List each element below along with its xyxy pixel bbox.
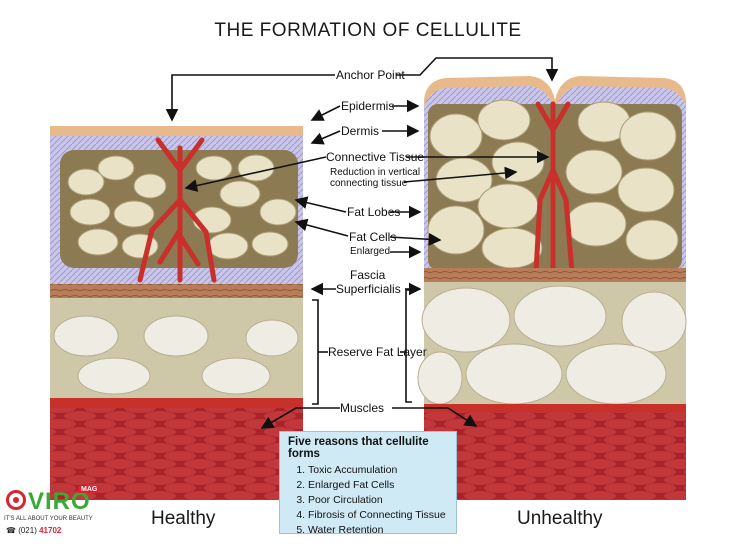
five-reasons-box: Five reasons that cellulite forms Toxic … [279,431,457,536]
label-dermis: Dermis [341,124,379,138]
unhealthy-fascia [424,268,686,282]
muscles-arrow-left [260,407,340,429]
label-enlarged: Enlarged [350,246,391,257]
connective-tissue-arrow-left [184,156,327,192]
label-anchor-point: Anchor Point [336,68,405,82]
reason-item: Enlarged Fat Cells [308,478,456,493]
unhealthy-reserve-fat-cells [417,285,687,405]
reason-item: Poor Circulation [308,493,456,508]
healthy-epidermis [50,126,303,136]
label-fascia: Fascia [350,268,386,282]
label-epidermis: Epidermis [341,99,395,113]
logo-tagline: IT'S ALL ABOUT YOUR BEAUTY [4,516,93,522]
label-superficialis: Superficialis [336,282,401,296]
phone-number: 41702 [39,526,62,535]
reason-item: Fibrosis of Connecting Tissue [308,508,456,523]
diagram-title: THE FORMATION OF CELLULITE [214,20,522,41]
caption-healthy: Healthy [151,508,216,529]
unhealthy-blood-vessels [533,101,575,275]
label-reduction-line1: Reduction in vertical [330,167,421,178]
anchor-point-arrow-right [396,57,559,82]
anchor-point-arrow-left [165,74,335,122]
label-connective-tissue: Connective Tissue [326,150,425,164]
fat-lobes-arrow-left [294,196,347,213]
reason-item: Water Retention [308,523,456,538]
healthy-blood-vessels [137,137,217,283]
phone-prefix: (021) [18,526,37,535]
phone-icon: ☎ [6,526,19,535]
logo-mag-badge: MAG [78,486,101,493]
healthy-skin-block [50,126,303,500]
leader-lines [165,57,559,429]
reserve-fat-bracket-left [312,299,319,405]
label-reduction-line2: connecting tissue [330,178,408,189]
label-fat-lobes: Fat Lobes [347,205,401,219]
dermis-arrow-left [310,130,341,145]
unhealthy-muscle-fascia [424,404,686,412]
label-fat-cells: Fat Cells [349,230,397,244]
healthy-fascia [50,284,303,298]
reduction-arrow [403,166,518,183]
logo-phone: ☎ (021) 41702 [6,526,61,535]
epidermis-arrow-left [310,105,341,121]
oviro-logo: VIRO MAG IT'S ALL ABOUT YOUR BEAUTY ☎ (0… [4,486,112,542]
fat-cells-arrow-right [389,232,442,246]
muscles-arrow-right [392,407,478,427]
healthy-fat-cells [67,154,297,260]
healthy-reserve-fat-cells [53,315,299,395]
logo-o-icon [6,490,26,510]
label-reserve-fat-layer: Reserve Fat Layer [328,345,427,359]
caption-unhealthy: Unhealthy [517,508,603,529]
five-reasons-list: Toxic Accumulation Enlarged Fat Cells Po… [280,463,456,538]
unhealthy-skin-block [417,76,687,500]
healthy-muscle-fascia [50,398,303,408]
five-reasons-heading: Five reasons that cellulite forms [288,436,429,460]
reserve-fat-bracket-right [405,289,412,403]
label-muscles: Muscles [340,401,385,415]
fat-cells-arrow-left [294,218,349,237]
reason-item: Toxic Accumulation [308,463,456,478]
unhealthy-muscle [424,412,686,500]
